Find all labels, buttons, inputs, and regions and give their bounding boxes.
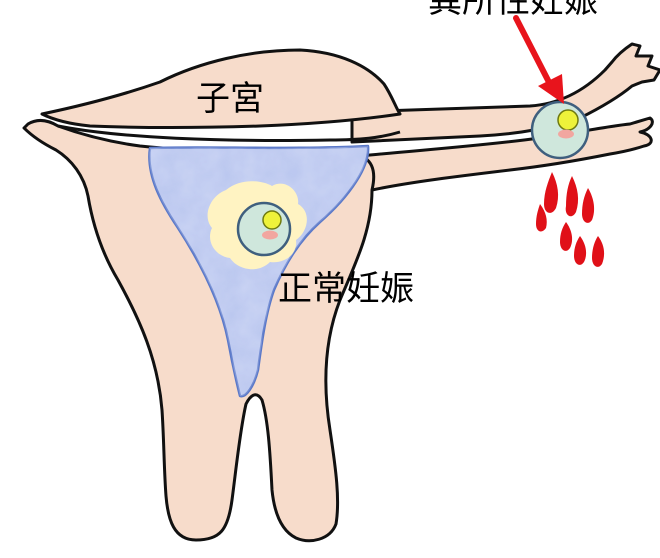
normal-pregnancy-label: 正常妊娠	[278, 272, 414, 306]
ectopic-embryo	[532, 102, 588, 158]
uterus-label: 子宮	[196, 82, 264, 116]
bleeding-drops	[536, 172, 604, 267]
arrow-icon	[516, 18, 564, 104]
ectopic-pregnancy-label: 異所性妊娠	[428, 0, 660, 18]
normal-embryo	[238, 203, 290, 255]
